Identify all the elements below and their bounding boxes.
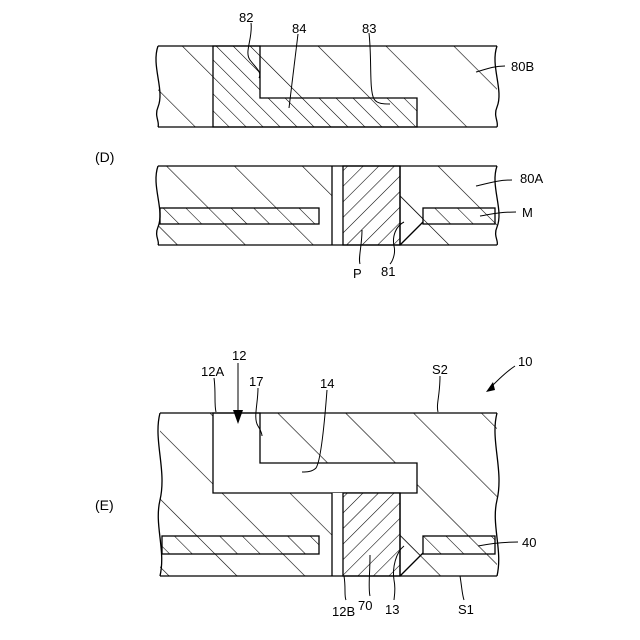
mold-80b [156,23,505,127]
label-84: 84 [292,21,306,36]
label-10: 10 [518,354,532,369]
via-70 [343,493,400,576]
label-12a: 12A [201,364,224,379]
label-80b: 80B [511,59,534,74]
label-12: 12 [232,348,246,363]
label-40: 40 [522,535,536,550]
panel-label-e: (E) [95,497,114,513]
panel-label-d: (D) [95,149,114,165]
via-plug-p [343,166,400,245]
label-82: 82 [239,10,253,25]
wiring-board-10 [158,363,518,600]
label-p: P [353,266,362,281]
label-81: 81 [381,264,395,279]
label-13: 13 [385,602,399,617]
label-83: 83 [362,21,376,36]
label-s1: S1 [458,602,474,617]
label-80a: 80A [520,171,543,186]
label-m: M [522,205,533,220]
label-s2: S2 [432,362,448,377]
substrate-80a [156,166,516,264]
label-17: 17 [249,374,263,389]
label-12b: 12B [332,604,355,619]
arrow-10 [490,366,515,388]
label-14: 14 [320,376,334,391]
label-70: 70 [358,598,372,613]
